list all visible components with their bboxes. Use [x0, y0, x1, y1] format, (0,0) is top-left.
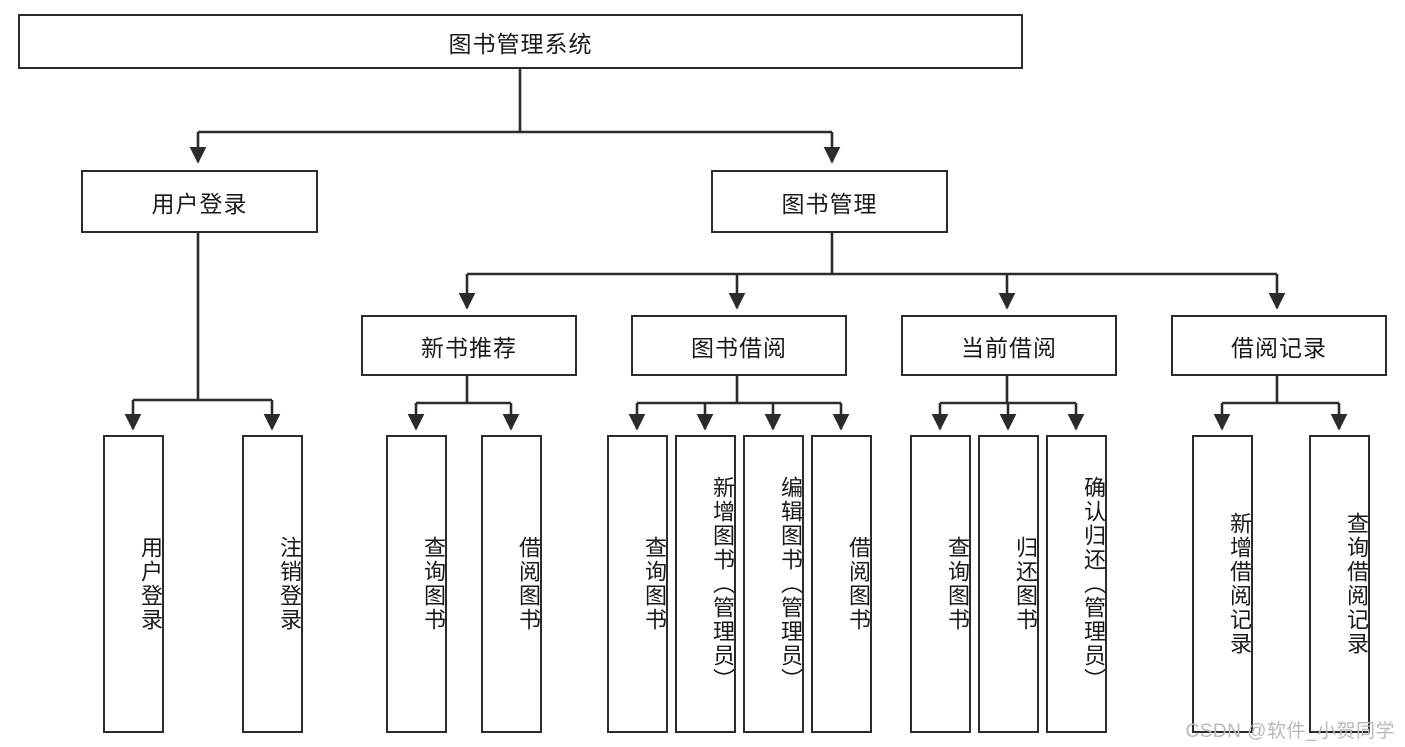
- node-leaf-add-record[interactable]: 新增借阅记录: [1192, 435, 1253, 733]
- node-leaf-query-record[interactable]: 查询借阅记录: [1309, 435, 1370, 733]
- node-leaf-add-book[interactable]: 新增图书（管理员）: [675, 435, 736, 733]
- node-book-borrow[interactable]: 图书借阅: [631, 315, 847, 376]
- node-leaf-logout-login-label: 注销登录: [277, 536, 302, 632]
- node-borrow-record[interactable]: 借阅记录: [1171, 315, 1387, 376]
- node-leaf-query-book-2-label: 查询图书: [642, 536, 667, 632]
- node-user-login[interactable]: 用户登录: [81, 170, 318, 233]
- node-current-borrow[interactable]: 当前借阅: [901, 315, 1117, 376]
- node-leaf-query-book-1-label: 查询图书: [421, 536, 446, 632]
- node-leaf-edit-book-label: 编辑图书（管理员）: [778, 476, 803, 692]
- node-leaf-add-book-label: 新增图书（管理员）: [710, 476, 735, 692]
- node-current-borrow-label: 当前借阅: [961, 334, 1057, 361]
- node-leaf-return-book-label: 归还图书: [1013, 536, 1038, 632]
- node-leaf-confirm-return-label: 确认归还（管理员）: [1081, 476, 1106, 692]
- node-new-book-recommend-label: 新书推荐: [421, 334, 517, 361]
- node-leaf-query-book-3[interactable]: 查询图书: [910, 435, 971, 733]
- node-leaf-borrow-book-2-label: 借阅图书: [846, 536, 871, 632]
- node-leaf-confirm-return[interactable]: 确认归还（管理员）: [1046, 435, 1107, 733]
- node-leaf-borrow-book-2[interactable]: 借阅图书: [811, 435, 872, 733]
- node-leaf-return-book[interactable]: 归还图书: [978, 435, 1039, 733]
- node-leaf-logout-login[interactable]: 注销登录: [242, 435, 303, 733]
- node-leaf-borrow-book-1-label: 借阅图书: [516, 536, 541, 632]
- node-user-login-label: 用户登录: [151, 190, 248, 217]
- node-book-manage-label: 图书管理: [781, 190, 878, 217]
- node-leaf-edit-book[interactable]: 编辑图书（管理员）: [743, 435, 804, 733]
- node-leaf-query-book-1[interactable]: 查询图书: [386, 435, 447, 733]
- node-root-system[interactable]: 图书管理系统: [18, 14, 1023, 69]
- watermark-text: CSDN @软件_小贺同学: [1185, 721, 1395, 742]
- node-book-borrow-label: 图书借阅: [691, 334, 787, 361]
- node-root-system-label: 图书管理系统: [448, 30, 593, 57]
- node-leaf-query-book-2[interactable]: 查询图书: [607, 435, 668, 733]
- node-new-book-recommend[interactable]: 新书推荐: [361, 315, 577, 376]
- node-leaf-query-record-label: 查询借阅记录: [1344, 512, 1369, 656]
- node-leaf-user-login[interactable]: 用户登录: [103, 435, 164, 733]
- node-borrow-record-label: 借阅记录: [1231, 334, 1327, 361]
- node-leaf-query-book-3-label: 查询图书: [945, 536, 970, 632]
- node-leaf-borrow-book-1[interactable]: 借阅图书: [481, 435, 542, 733]
- node-leaf-add-record-label: 新增借阅记录: [1227, 512, 1252, 656]
- node-leaf-user-login-label: 用户登录: [138, 536, 163, 632]
- node-book-manage[interactable]: 图书管理: [711, 170, 948, 233]
